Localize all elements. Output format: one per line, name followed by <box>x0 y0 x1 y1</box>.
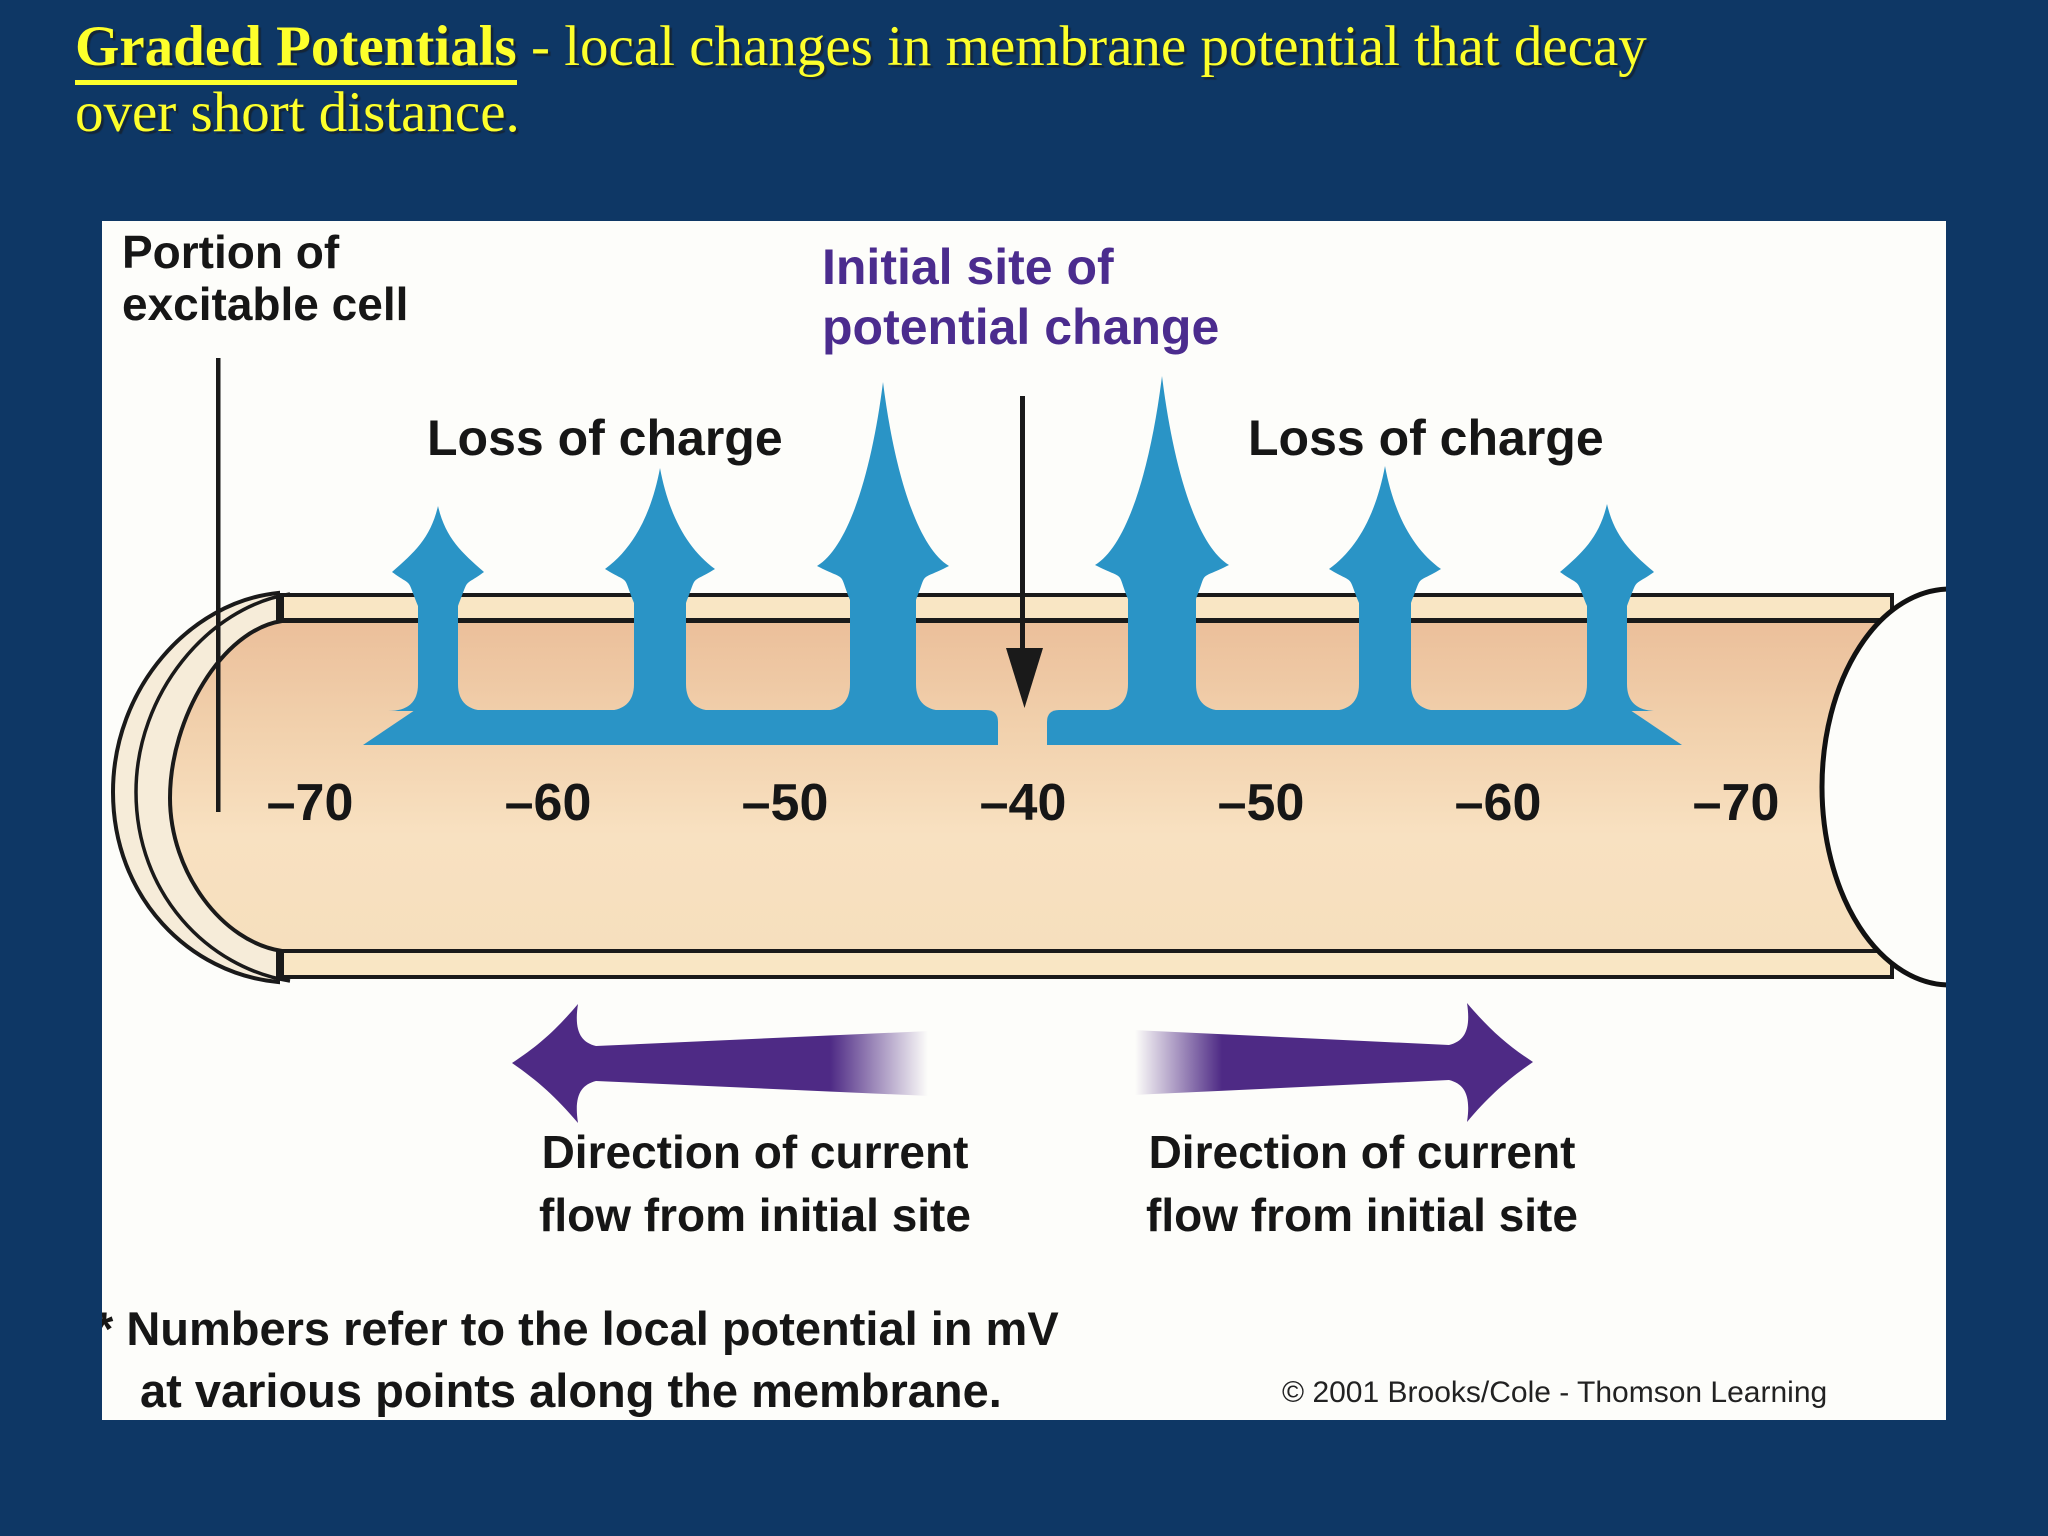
cell-cytoplasm <box>167 619 1894 953</box>
page-title: Graded Potentials - local changes in mem… <box>75 14 2025 146</box>
potential-value: –70 <box>267 774 354 832</box>
initial-site-arrow-head <box>1006 648 1043 708</box>
copyright-text: © 2001 Brooks/Cole - Thomson Learning <box>1282 1376 1827 1409</box>
title-rest: - local changes in membrane potential th… <box>516 15 1647 78</box>
charge-loss-arrows <box>363 376 1682 745</box>
current-direction-arrow-left <box>512 1004 930 1123</box>
charge-arrow-up <box>1557 504 1657 711</box>
potential-value: –50 <box>1218 774 1305 832</box>
loss-of-charge-label-left: Loss of charge <box>427 410 783 466</box>
excitable-cell <box>110 586 1946 988</box>
potential-value: –40 <box>980 774 1067 832</box>
direction-label-right-line2: flow from initial site <box>1146 1189 1578 1241</box>
title-term: Graded Potentials <box>75 15 517 85</box>
initial-site-label-line2: potential change <box>822 299 1219 355</box>
potential-value: –70 <box>1693 774 1780 832</box>
portion-leader-line <box>216 358 221 812</box>
direction-label-right-line1: Direction of current <box>1149 1126 1576 1178</box>
initial-site-label-line1: Initial site of <box>822 239 1114 295</box>
title-line2: over short distance. <box>75 81 520 144</box>
direction-label-left-line1: Direction of current <box>542 1126 969 1178</box>
potential-value: –60 <box>505 774 592 832</box>
charge-arrow-up <box>604 468 716 711</box>
charge-arrow-up <box>817 382 949 711</box>
initial-site-arrow-shaft <box>1020 396 1025 650</box>
direction-label-left-line2: flow from initial site <box>539 1189 971 1241</box>
cell-membrane-bottom <box>280 949 1894 979</box>
loss-of-charge-label-right: Loss of charge <box>1248 410 1604 466</box>
portion-label-line2: excitable cell <box>122 278 408 330</box>
charge-arrow-up <box>1095 376 1229 711</box>
footnote-line2: at various points along the membrane. <box>140 1364 1002 1417</box>
cell-membrane-top <box>280 593 1894 622</box>
graded-potential-diagram: Portion of excitable cell Initial site o… <box>102 226 1946 1417</box>
portion-label-line1: Portion of <box>122 226 340 278</box>
membrane-potential-values: –70 –60 –50 –40 –50 –60 –70 <box>267 774 1780 832</box>
current-band-left <box>363 710 998 745</box>
figure-panel: Portion of excitable cell Initial site o… <box>102 221 1946 1420</box>
charge-arrow-up <box>388 506 488 711</box>
current-direction-arrow-right <box>1133 1003 1533 1122</box>
cell-open-end <box>1819 586 1946 988</box>
potential-value: –50 <box>742 774 829 832</box>
potential-value: –60 <box>1455 774 1542 832</box>
current-band-right <box>1047 710 1682 745</box>
footnote-line1: * Numbers refer to the local potential i… <box>102 1302 1059 1355</box>
charge-arrow-up <box>1329 466 1441 711</box>
